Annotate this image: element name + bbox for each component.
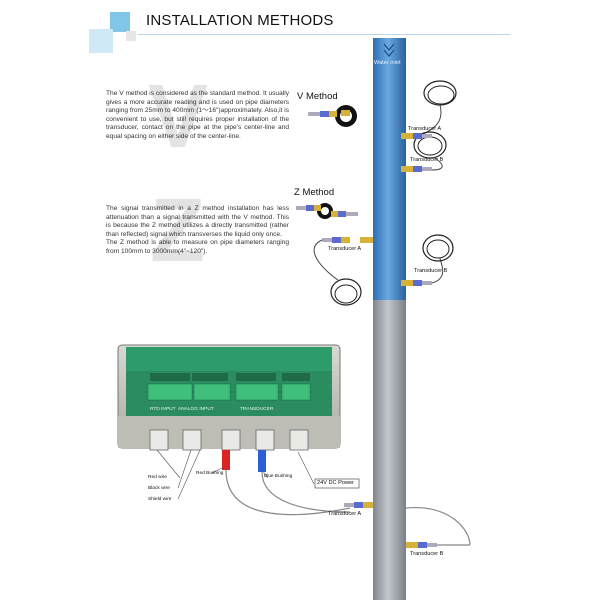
v-transducer-a-label: Transducer A — [408, 126, 441, 132]
black-wire-label: Black wire — [148, 486, 170, 491]
pipe — [373, 38, 406, 600]
z-method-illustration — [296, 203, 358, 219]
z-transducer-a-label: Transducer A — [328, 246, 361, 252]
shield-wire-label: Shield wire — [148, 497, 171, 502]
water-inlet-label: Water inlet — [374, 60, 401, 66]
power-label: 24V DC Power — [317, 480, 354, 486]
board-label-transducer: TRANSDUCER — [240, 407, 273, 412]
lower-transducer-b-label: Transducer B — [410, 551, 443, 557]
board-label-rtd: RTD INPUT — [150, 407, 176, 412]
v-method-illustration — [308, 105, 357, 127]
z-transducer-b-label: Transducer B — [414, 268, 447, 274]
board-label-analog: ANALOG INPUT — [178, 407, 214, 412]
v-transducer-b-label: Transducer B — [410, 157, 443, 163]
red-bushing-label: Red Bushing — [196, 471, 223, 476]
lower-transducer-a-label: Transducer A — [328, 511, 361, 517]
red-wire-label: Red wire — [148, 475, 167, 480]
blue-bushing-label: Blue Bushing — [264, 474, 292, 479]
